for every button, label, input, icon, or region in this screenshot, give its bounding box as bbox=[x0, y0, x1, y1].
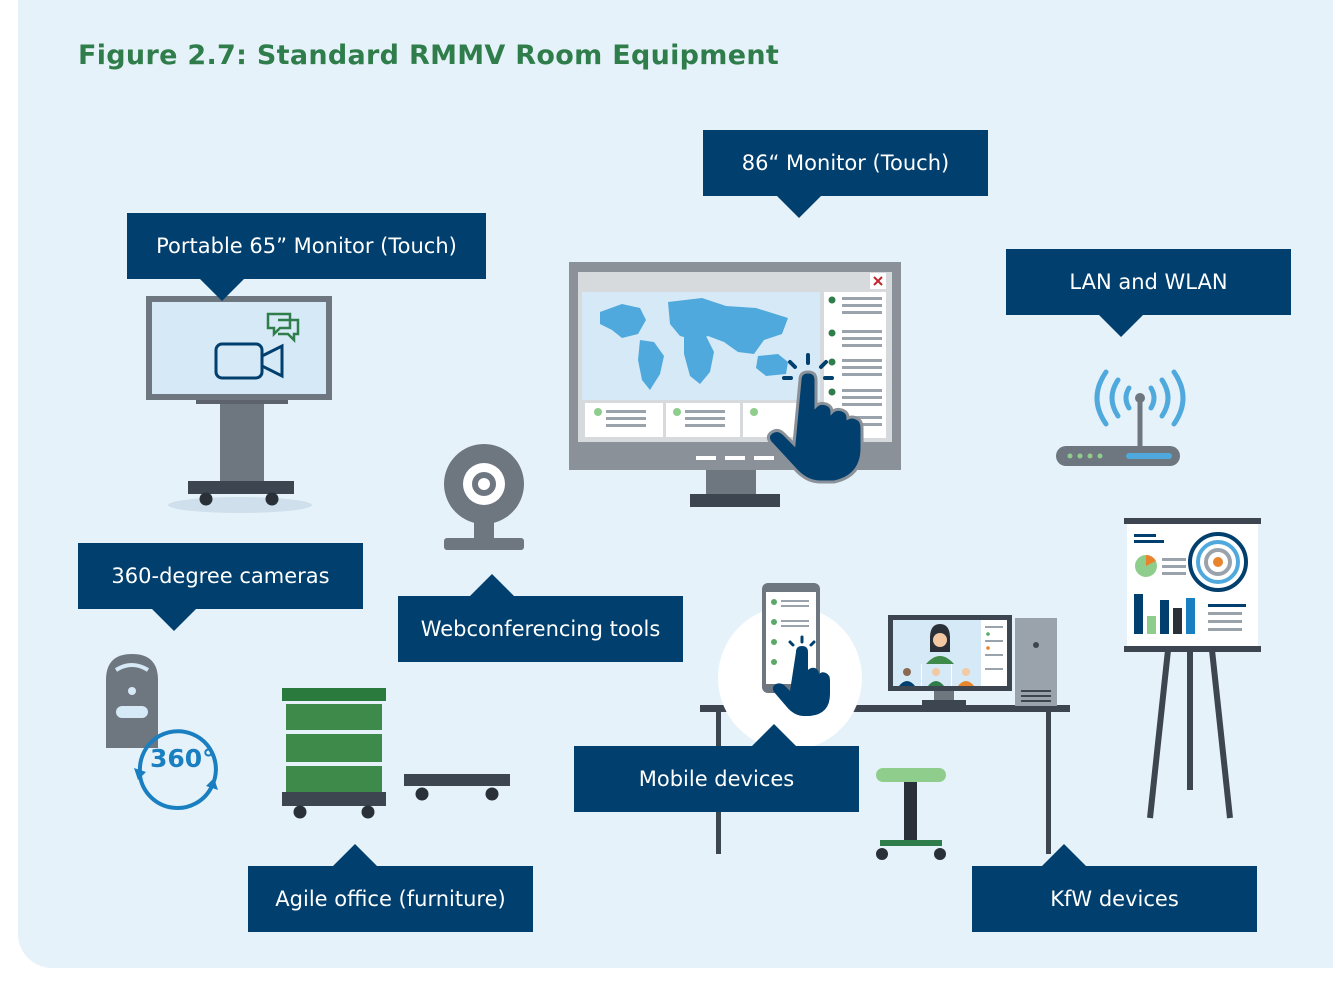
portable-monitor-illustration bbox=[146, 296, 332, 513]
label-mobile-devices: Mobile devices bbox=[574, 746, 859, 812]
close-icon bbox=[870, 273, 886, 289]
card-row bbox=[585, 403, 821, 437]
label-webconferencing: Webconferencing tools bbox=[398, 596, 683, 662]
wifi-signal-icon bbox=[1094, 369, 1186, 427]
label-pointer bbox=[752, 724, 796, 746]
label-pointer bbox=[333, 844, 377, 866]
label-86-monitor-text: 86“ Monitor (Touch) bbox=[741, 151, 950, 175]
label-portable-monitor: Portable 65” Monitor (Touch) bbox=[127, 213, 486, 279]
touch-monitor-illustration bbox=[569, 262, 901, 507]
label-agile-office: Agile office (furniture) bbox=[248, 866, 533, 932]
label-agile-office-text: Agile office (furniture) bbox=[275, 887, 506, 911]
figure-title: Figure 2.7: Standard RMMV Room Equipment bbox=[78, 40, 780, 71]
camera-360-text: 360° bbox=[150, 744, 215, 773]
agile-furniture-illustration bbox=[282, 688, 510, 819]
label-pointer bbox=[200, 279, 244, 301]
label-lan-wlan: LAN and WLAN bbox=[1006, 249, 1291, 315]
mobile-device-illustration bbox=[718, 583, 862, 750]
router-illustration bbox=[1056, 369, 1186, 466]
label-pointer bbox=[1042, 844, 1086, 866]
label-kfw-devices-text: KfW devices bbox=[1050, 887, 1179, 911]
label-kfw-devices: KfW devices bbox=[972, 866, 1257, 932]
label-pointer bbox=[152, 609, 196, 631]
label-pointer bbox=[470, 574, 514, 596]
label-mobile-devices-text: Mobile devices bbox=[638, 767, 795, 791]
label-360-cameras: 360-degree cameras bbox=[78, 543, 363, 609]
label-portable-monitor-text: Portable 65” Monitor (Touch) bbox=[156, 234, 457, 258]
webcam-illustration bbox=[444, 444, 524, 550]
touch-hand-icon bbox=[766, 353, 864, 484]
flipchart-illustration bbox=[1124, 518, 1261, 819]
desk-illustration bbox=[700, 615, 1070, 860]
notification-list bbox=[828, 296, 882, 426]
label-pointer bbox=[1099, 315, 1143, 337]
label-pointer bbox=[777, 196, 821, 218]
label-lan-wlan-text: LAN and WLAN bbox=[1069, 270, 1228, 294]
label-86-monitor: 86“ Monitor (Touch) bbox=[703, 130, 988, 196]
label-360-cameras-text: 360-degree cameras bbox=[111, 564, 330, 588]
label-webconferencing-text: Webconferencing tools bbox=[420, 617, 661, 641]
camera-360-illustration bbox=[106, 654, 218, 810]
